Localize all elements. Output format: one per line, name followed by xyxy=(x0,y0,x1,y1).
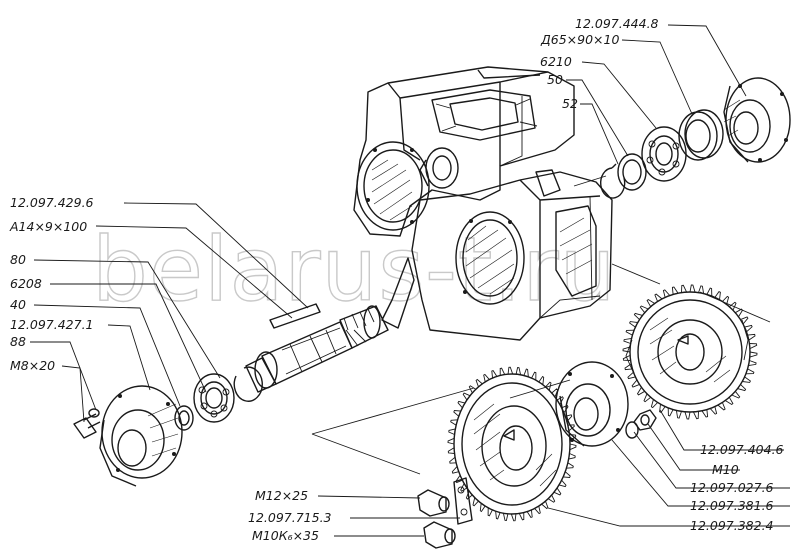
label-bolt-m12x25: М12×25 xyxy=(255,488,308,503)
lower-fasteners xyxy=(417,477,473,549)
label-12-097-027-6: 12.097.027.6 xyxy=(690,480,774,495)
label-item-80: 80 xyxy=(10,252,26,267)
label-ring-50: 50 xyxy=(547,72,563,87)
label-key-a14x9x100: А14×9×100 xyxy=(9,219,87,234)
label-12-097-404-6: 12.097.404.6 xyxy=(700,442,784,457)
leader-lines xyxy=(30,24,790,537)
label-12-097-715-3: 12.097.715.3 xyxy=(248,510,332,525)
teeth-b-path xyxy=(447,366,577,522)
label-seal-d65x90x10: Д65×90×10 xyxy=(540,32,619,47)
gear-12-097-404-6 xyxy=(622,284,758,420)
assembly-axis-lines xyxy=(311,175,771,475)
label-item-40: 40 xyxy=(10,297,26,312)
input-shaft-assembly xyxy=(73,303,389,487)
label-bearing-6208: 6208 xyxy=(10,276,42,291)
label-12-097-444-8: 12.097.444.8 xyxy=(575,16,659,31)
gearbox-housing xyxy=(353,66,613,341)
label-12-097-429-6: 12.097.429.6 xyxy=(10,195,94,210)
watermark-text: belarus-t.ru xyxy=(92,218,616,321)
part-labels: 12.097.444.8 Д65×90×10 6210 50 52 12.097… xyxy=(9,16,784,543)
hub-flange-12-097-381-6 xyxy=(555,361,629,447)
label-bearing-6210: 6210 xyxy=(540,54,572,69)
shaft-key-shape xyxy=(269,303,321,329)
label-12-097-382-4: 12.097.382.4 xyxy=(690,518,774,533)
label-bolt-m8x20: М8×20 xyxy=(10,358,55,373)
teeth-a-path xyxy=(622,284,758,420)
label-snap-ring-52: 52 xyxy=(562,96,578,111)
gear-12-097-382-4 xyxy=(447,366,577,522)
label-12-097-427-1: 12.097.427.1 xyxy=(10,317,94,332)
output-shaft-parts xyxy=(599,77,791,199)
label-12-097-381-6: 12.097.381.6 xyxy=(690,498,774,513)
label-bolt-m10k6x35: М10К₆×35 xyxy=(252,528,319,543)
nut-and-washer xyxy=(625,409,657,439)
label-item-88: 88 xyxy=(10,334,26,349)
label-nut-m10: М10 xyxy=(712,462,739,477)
